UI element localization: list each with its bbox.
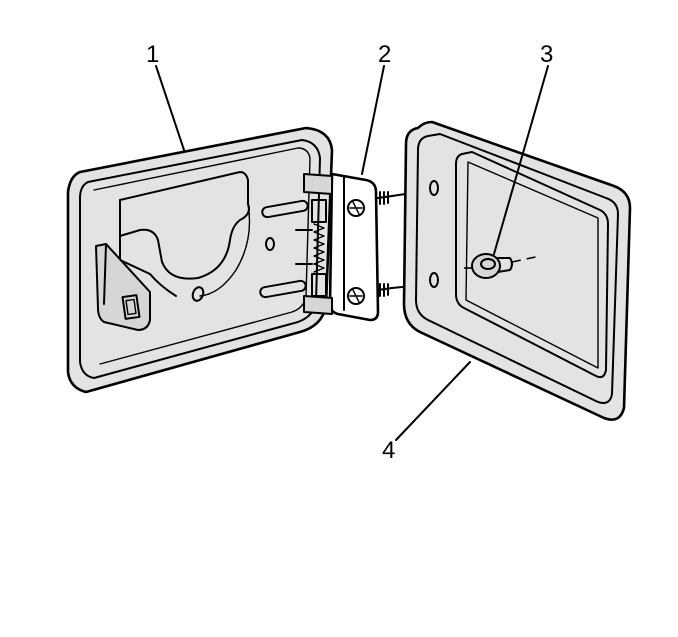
fuel-door-housing xyxy=(66,126,334,394)
callout-1: 1 xyxy=(146,41,159,68)
callout-2: 2 xyxy=(378,41,391,68)
callout-3: 3 xyxy=(540,41,553,68)
fuel-door xyxy=(402,120,632,421)
callout-4: 4 xyxy=(382,437,395,464)
grommet xyxy=(471,253,513,279)
hinge-assembly xyxy=(295,172,433,322)
leader-lines xyxy=(155,65,549,441)
